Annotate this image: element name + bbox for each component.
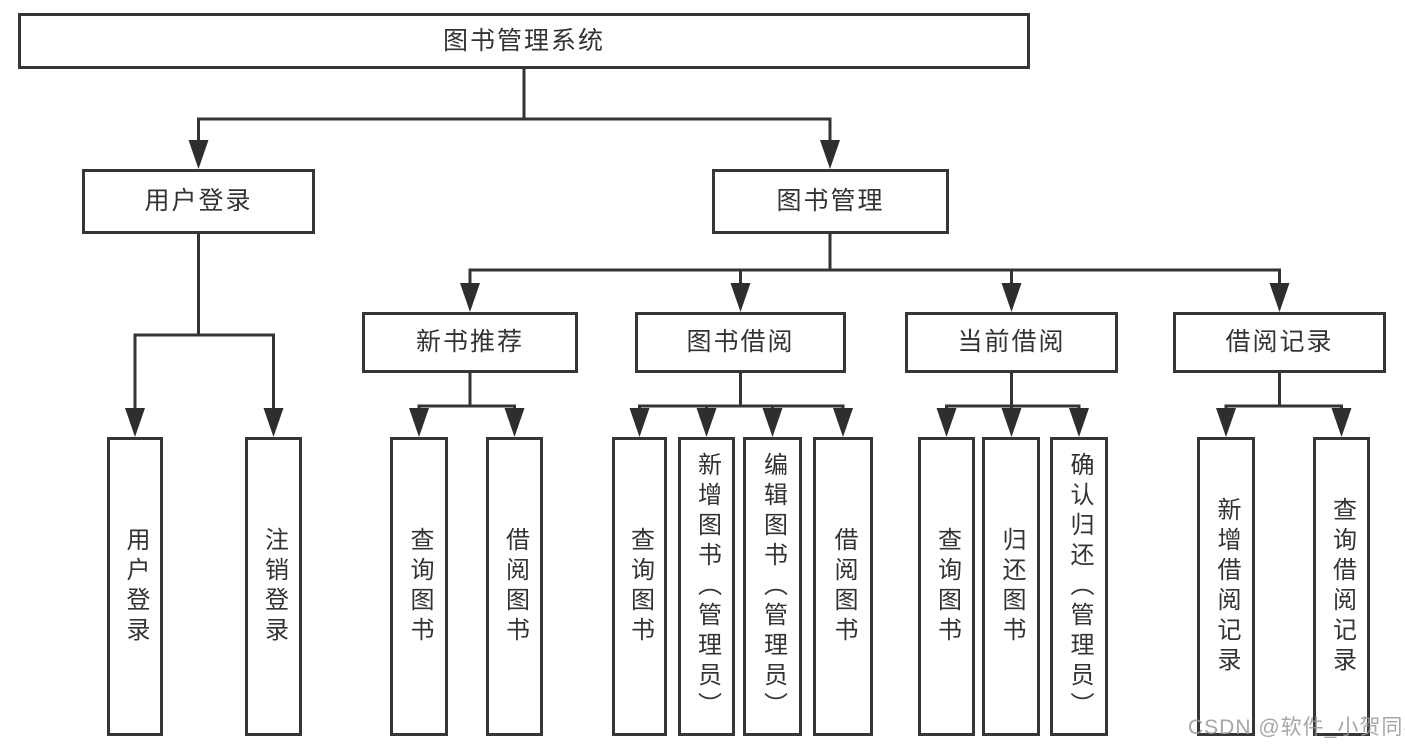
leaf-cb-return-books-label: 归还图书 (998, 526, 1025, 647)
node-current-borrow-label: 当前借阅 (957, 328, 1066, 356)
node-new-book-recommend: 新书推荐 (362, 312, 578, 373)
leaf-bb-add-books-admin-label: 新增图书（管理员） (693, 451, 721, 722)
leaf-nb-borrow-books-label: 借阅图书 (501, 526, 529, 647)
leaf-user-login-label: 用户登录 (122, 526, 149, 647)
leaf-br-add-borrow-record: 新增借阅记录 (1197, 437, 1255, 736)
node-current-borrow: 当前借阅 (905, 312, 1118, 373)
leaf-cb-query-books: 查询图书 (918, 437, 975, 736)
leaf-bb-edit-books-admin-label: 编辑图书（管理员） (759, 451, 787, 722)
leaf-nb-borrow-books: 借阅图书 (486, 437, 543, 736)
node-user-login-label: 用户登录 (144, 187, 253, 215)
node-borrow-records-label: 借阅记录 (1225, 328, 1334, 356)
leaf-bb-borrow-books-label: 借阅图书 (830, 526, 857, 647)
leaf-bb-query-books-label: 查询图书 (626, 526, 654, 647)
leaf-logout-label: 注销登录 (260, 526, 288, 647)
leaf-bb-add-books-admin: 新增图书（管理员） (678, 437, 735, 736)
node-root-label: 图书管理系统 (442, 26, 605, 55)
node-book-borrow-label: 图书借阅 (686, 328, 795, 356)
leaf-nb-query-books: 查询图书 (390, 437, 448, 736)
node-book-management: 图书管理 (712, 169, 949, 234)
leaf-cb-confirm-return-admin-label: 确认归还（管理员） (1066, 451, 1093, 722)
leaf-cb-confirm-return-admin: 确认归还（管理员） (1050, 437, 1108, 736)
node-user-login: 用户登录 (82, 169, 315, 234)
leaf-br-add-borrow-record-label: 新增借阅记录 (1213, 496, 1240, 677)
node-book-borrow: 图书借阅 (635, 312, 846, 373)
leaf-bb-query-books: 查询图书 (612, 437, 667, 736)
leaf-br-query-borrow-record: 查询借阅记录 (1313, 437, 1370, 736)
node-root: 图书管理系统 (18, 13, 1030, 69)
leaf-br-query-borrow-record-label: 查询借阅记录 (1328, 496, 1356, 677)
leaf-bb-borrow-books: 借阅图书 (813, 437, 873, 736)
node-new-book-recommend-label: 新书推荐 (415, 328, 524, 356)
leaf-logout: 注销登录 (245, 437, 302, 736)
node-borrow-records: 借阅记录 (1173, 312, 1386, 373)
leaf-bb-edit-books-admin: 编辑图书（管理员） (743, 437, 802, 736)
node-book-management-label: 图书管理 (776, 187, 885, 215)
leaf-nb-query-books-label: 查询图书 (406, 526, 433, 647)
leaf-cb-return-books: 归还图书 (982, 437, 1040, 736)
leaf-cb-query-books-label: 查询图书 (933, 526, 961, 647)
leaf-user-login: 用户登录 (107, 437, 163, 736)
watermark: CSDN @软件_小贺同学 (1188, 716, 1405, 739)
